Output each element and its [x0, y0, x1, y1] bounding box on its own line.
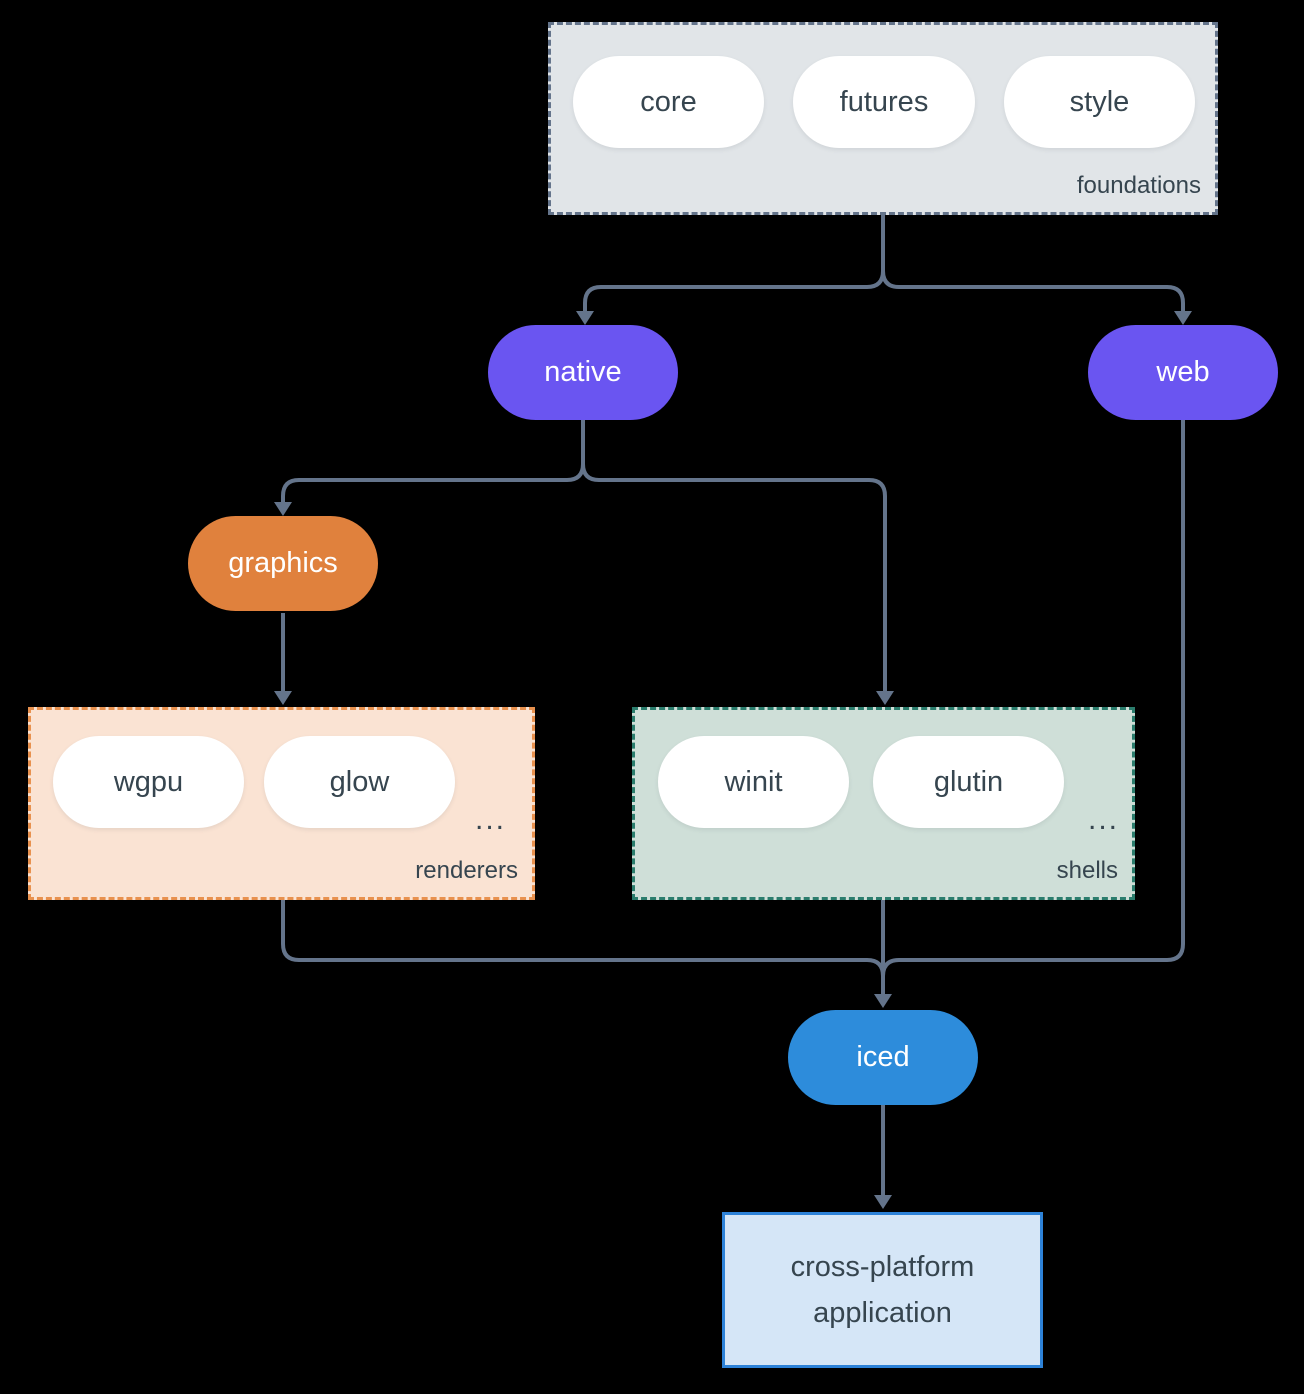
- node-wgpu: wgpu: [53, 736, 244, 828]
- node-futures: futures: [793, 56, 975, 148]
- arrowhead-application: [874, 1195, 892, 1209]
- renderers-label: renderers: [415, 857, 518, 884]
- arrowhead-shells: [876, 691, 894, 705]
- renderers-pills: wgpu glow ...: [31, 710, 532, 897]
- node-native: native: [488, 325, 678, 420]
- application-label: cross-platform application: [790, 1250, 975, 1329]
- node-style: style: [1004, 56, 1195, 148]
- edge-native-graphics: [281, 463, 585, 502]
- arrowhead-web: [1174, 311, 1192, 325]
- edge-renderers-iced: [281, 900, 885, 977]
- group-shells: winit glutin ... shells: [632, 707, 1135, 900]
- arrowhead-iced: [874, 994, 892, 1008]
- arrowhead-native: [576, 311, 594, 325]
- node-winit: winit: [658, 736, 849, 828]
- group-foundations: core futures style foundations: [548, 22, 1218, 215]
- node-core: core: [573, 56, 764, 148]
- node-iced: iced: [788, 1010, 978, 1105]
- group-renderers: wgpu glow ... renderers: [28, 707, 535, 900]
- edge-foundations-web: [881, 270, 1185, 312]
- arrowhead-renderers: [274, 691, 292, 705]
- foundations-label: foundations: [1076, 172, 1201, 199]
- edge-native-shells: [581, 463, 887, 692]
- shells-pills: winit glutin ...: [635, 710, 1132, 897]
- node-web: web: [1088, 325, 1278, 420]
- shells-ellipsis: ...: [1088, 802, 1120, 836]
- edge-foundations-native: [583, 270, 885, 312]
- renderers-ellipsis: ...: [475, 802, 507, 836]
- foundations-pills: core futures style: [551, 25, 1215, 212]
- node-cross-platform-application: cross-platform application: [722, 1212, 1043, 1368]
- node-graphics: graphics: [188, 516, 378, 611]
- node-glutin: glutin: [873, 736, 1064, 828]
- arrowhead-graphics: [274, 502, 292, 516]
- node-glow: glow: [264, 736, 455, 828]
- shells-label: shells: [1056, 857, 1118, 884]
